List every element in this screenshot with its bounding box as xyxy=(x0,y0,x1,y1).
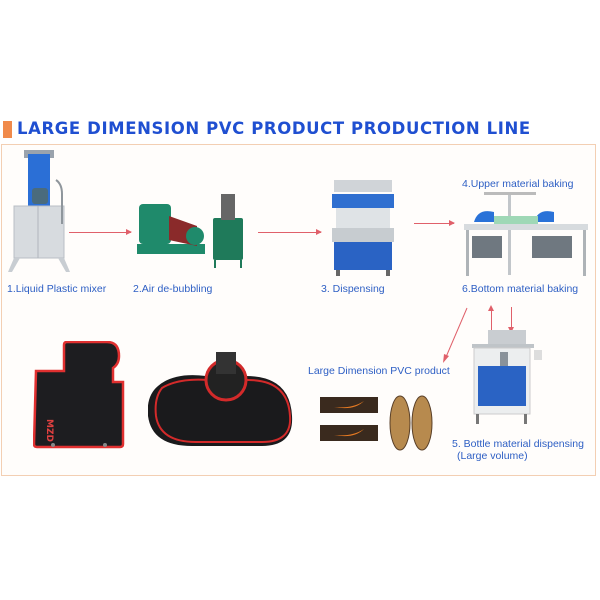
page-title: LARGE DIMENSION PVC PRODUCT PRODUCTION L… xyxy=(17,119,531,138)
step-4-label: 4.Upper material baking xyxy=(462,178,574,190)
shoe-strap-pieces-icon xyxy=(320,397,378,441)
slipper-soles-icon xyxy=(389,395,433,451)
dispensing-machine-icon xyxy=(332,180,394,276)
bottle-dispensing-machine-icon xyxy=(472,330,542,424)
arrow-3-to-4 xyxy=(414,220,455,226)
step-1-label: 1.Liquid Plastic mixer xyxy=(7,283,107,295)
step-2-label: 2.Air de-bubbling xyxy=(133,283,213,295)
arrow-5-to-6 xyxy=(488,305,494,333)
arrow-6-to-products xyxy=(443,307,468,363)
svg-text:MZD: MZD xyxy=(44,419,54,442)
air-debubbling-icon xyxy=(137,194,243,268)
step-5-label: 5. Bottle material dispensing xyxy=(452,438,584,450)
step-6-label: 6.Bottom material baking xyxy=(462,283,579,295)
mixer-machine-icon xyxy=(8,150,70,272)
step-3-label: 3. Dispensing xyxy=(321,283,385,295)
arrow-1-to-2 xyxy=(69,229,132,235)
car-floor-mat-icon: MZD xyxy=(33,341,125,449)
step-5-sublabel: (Large volume) xyxy=(457,450,528,462)
baking-line-icon xyxy=(464,192,588,276)
arrow-2-to-3 xyxy=(258,229,322,235)
title-accent-bar xyxy=(3,121,12,138)
arrow-4-to-5 xyxy=(508,307,514,333)
products-label: Large Dimension PVC product xyxy=(308,365,450,377)
dashboard-phone-mat-icon xyxy=(148,352,293,446)
